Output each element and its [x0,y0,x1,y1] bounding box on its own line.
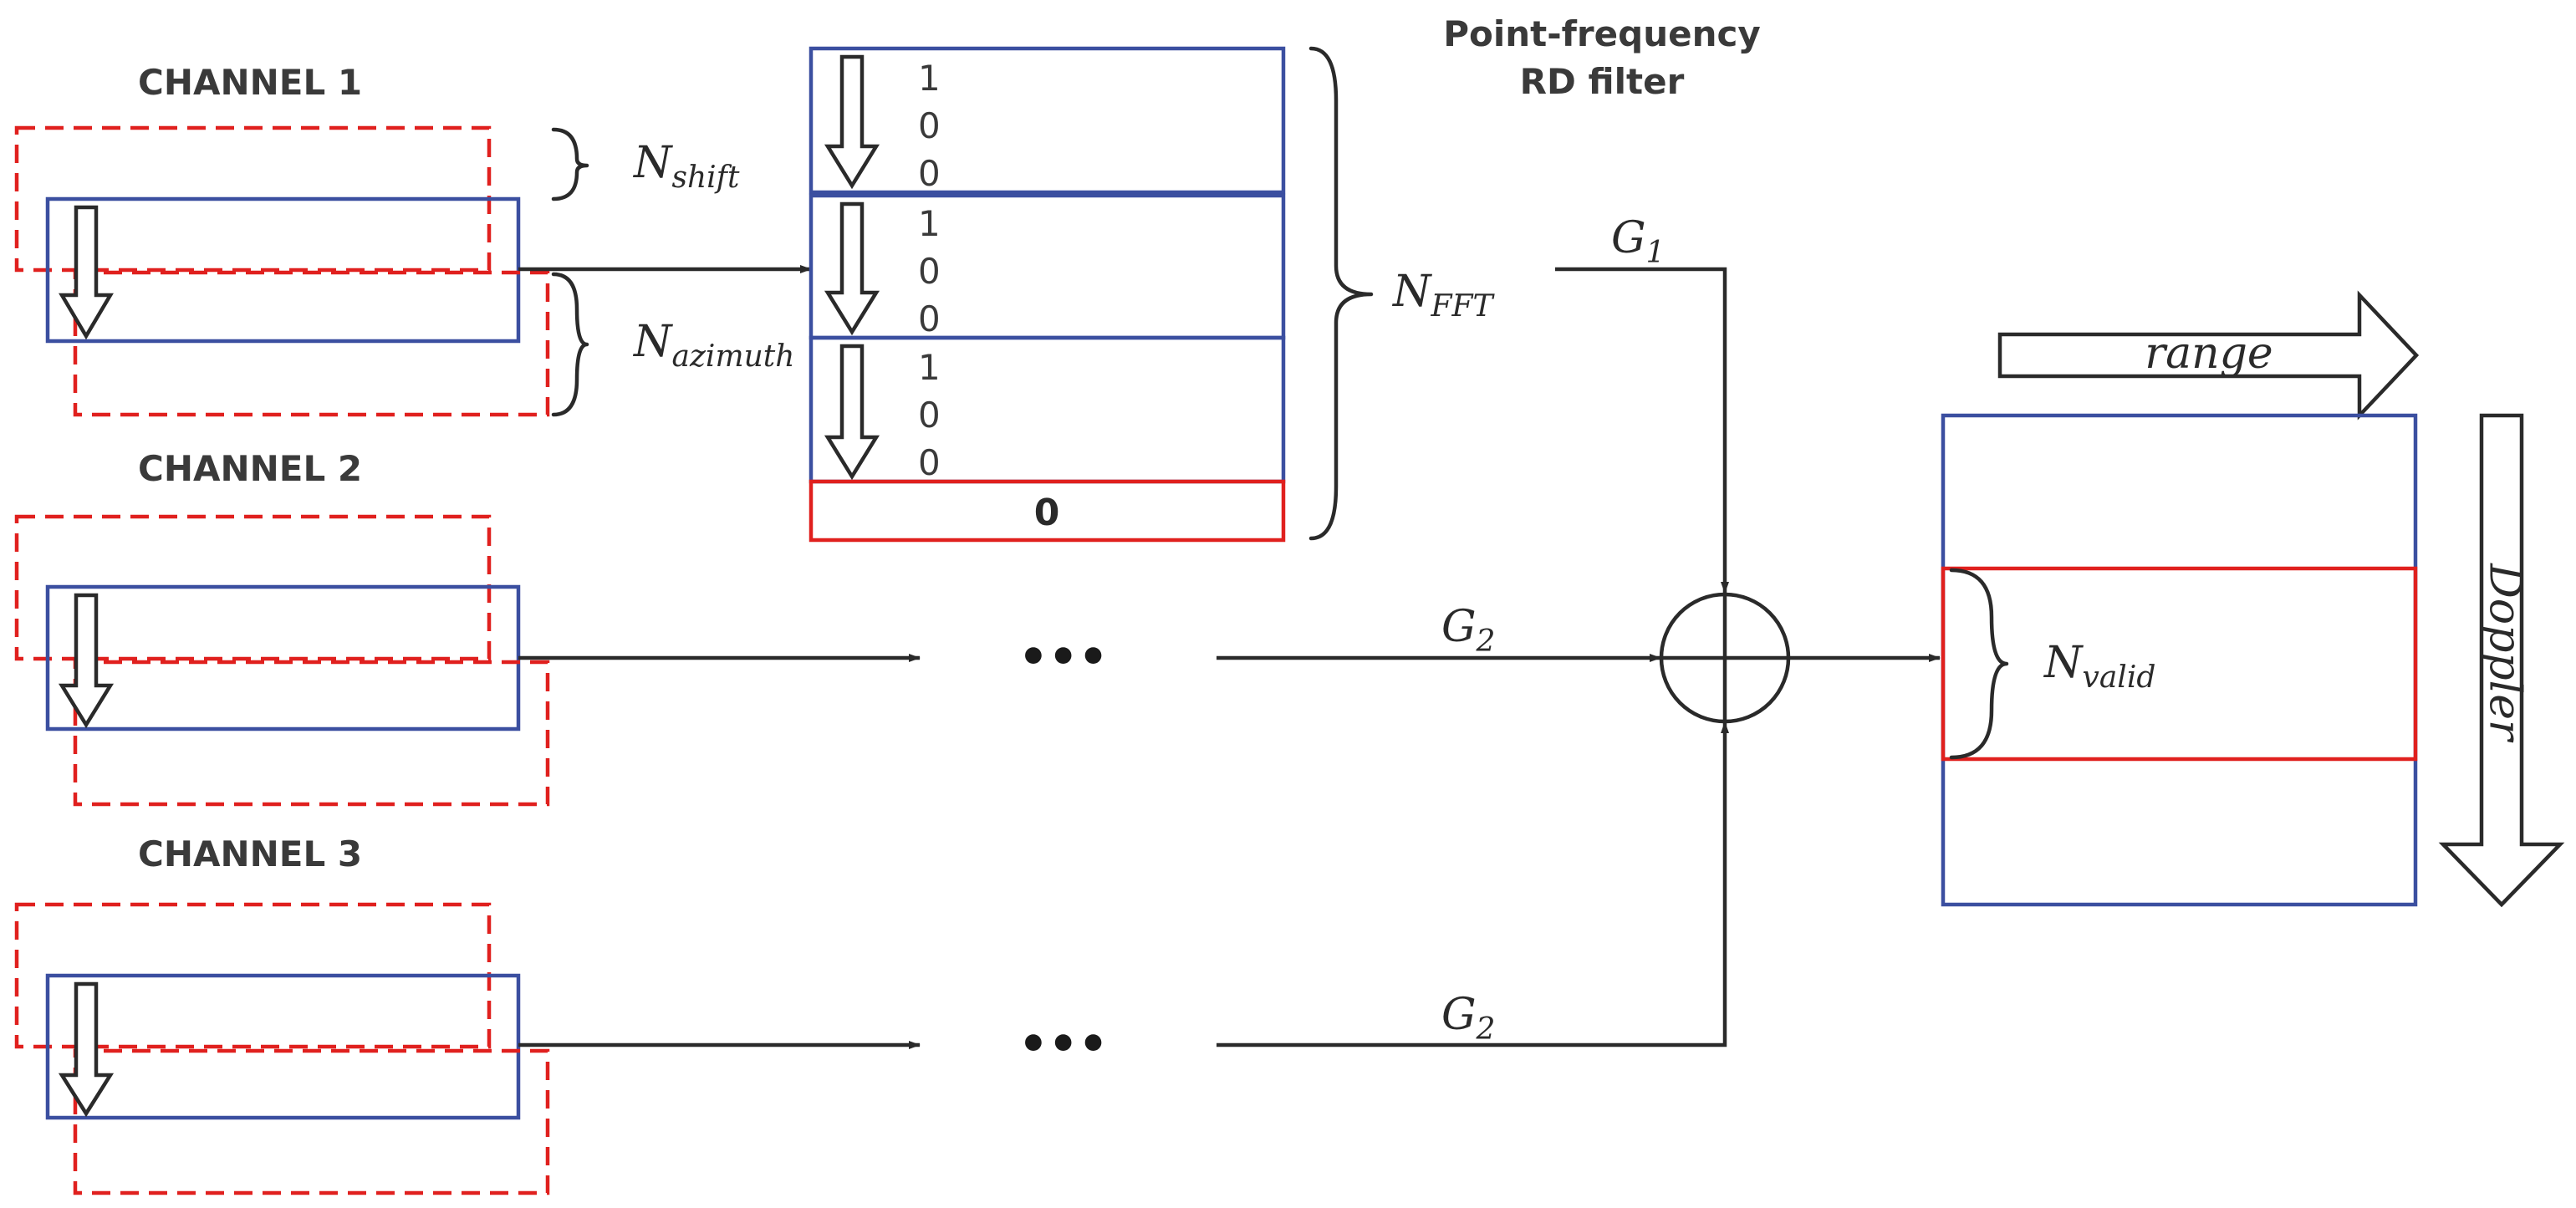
n-shift-label: Nshift [632,138,740,195]
channel-3-azimuth-arrow-icon [58,981,115,1118]
n-fft-brace [1308,46,1374,541]
channel-1-azimuth-arrow-icon [59,205,114,340]
rd-filter-group: Point-frequency RD filter 1 0 0 1 0 0 1 … [809,13,1761,543]
filter-zero-padding-label: 0 [1034,492,1060,534]
n-azimuth-label: Nazimuth [632,317,794,374]
filter-bin-1-digit-2: 0 [918,105,941,146]
doppler-direction-arrow-icon [2438,413,2565,908]
channel-1-label: CHANNEL 1 [138,62,362,103]
channel-3-label: CHANNEL 3 [138,833,362,874]
filter-bin-3-digit-1: 1 [918,347,941,388]
channel-3-group: CHANNEL 3 ••• [14,721,1729,1195]
filter-zero-padding [809,479,1286,543]
output-map-group: range Nvalid Doppler [1941,290,2565,908]
filter-bin-2-digit-1: 1 [918,203,941,244]
n-azimuth-brace [551,272,589,417]
filter-bin-1-digit-3: 0 [918,153,941,194]
channel-2-group: CHANNEL 2 ••• [14,448,1661,807]
filter-bin-3-arrow-icon [824,344,880,481]
range-direction-arrow-icon [1997,290,2420,421]
n-shift-brace [551,127,589,201]
g1-to-sum-arrow [1555,267,1729,594]
summation-node [1659,592,1791,724]
filter-bin-1-arrow-icon [824,54,880,190]
filter-bin-2 [809,193,1286,340]
filter-bin-2-digit-3: 0 [918,298,941,339]
filter-bin-3-digit-2: 0 [918,395,941,436]
channel-3-ellipsis: ••• [1018,1017,1108,1072]
channel-2-ellipsis: ••• [1018,630,1108,685]
valid-region [1941,566,2418,762]
channel-1-group: CHANNEL 1 [14,62,812,417]
filter-bin-3 [809,335,1286,484]
channel-3-to-sum-arrow [1217,721,1729,1047]
filter-bin-3-digit-3: 0 [918,442,941,483]
filter-title-line1: Point-frequency [1443,13,1761,54]
channel-3-next-window [73,1048,550,1195]
channel-1-next-window [73,270,550,417]
channel-2-label: CHANNEL 2 [138,448,362,489]
n-valid-label: Nvalid [2043,638,2155,695]
g1-label: G1 [1611,213,1665,270]
filter-bin-1-digit-1: 1 [918,58,941,99]
n-valid-brace [1949,568,2009,760]
filter-bin-2-arrow-icon [824,201,880,336]
filter-title-line2: RD filter [1520,61,1685,102]
n-fft-label: NFFT [1391,267,1495,324]
g2-upper-label: G2 [1441,602,1495,659]
doppler-label: Doppler [2480,563,2530,743]
range-label: range [2145,329,2272,379]
g2-lower-label: G2 [1441,990,1495,1047]
filter-bin-2-digit-2: 0 [918,251,941,292]
filter-bin-1 [809,46,1286,195]
channel-2-next-window [73,660,550,807]
output-map [1941,413,2418,907]
channel-2-azimuth-arrow-icon [58,593,115,729]
